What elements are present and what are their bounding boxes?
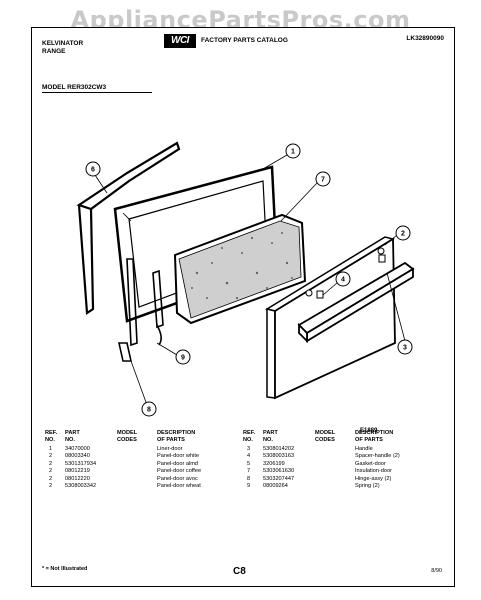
callout-6: 6	[85, 161, 101, 177]
callout-3: 3	[397, 339, 413, 355]
figure-number: E1889	[360, 428, 378, 434]
exploded-door-diagram: 1 2 3 4 7 6 9 8	[76, 141, 415, 417]
svg-text:4: 4	[341, 277, 345, 284]
callout-9: 9	[175, 349, 191, 365]
svg-text:1: 1	[291, 149, 295, 156]
svg-text:2: 2	[401, 231, 405, 238]
page-number: C8	[233, 566, 246, 577]
catalog-title: FACTORY PARTS CATALOG	[201, 37, 288, 44]
callout-1: 1	[285, 143, 301, 159]
callout-2: 2	[395, 225, 411, 241]
svg-text:8: 8	[147, 407, 151, 414]
door-handle-drawing	[297, 261, 415, 344]
svg-text:9: 9	[181, 355, 185, 362]
wci-logo-icon: WCI	[164, 34, 196, 48]
door-insulation-drawing	[173, 213, 307, 325]
parts-catalog-page: KELVINATOR RANGE WCI FACTORY PARTS CATAL…	[31, 27, 455, 587]
callout-7: 7	[315, 171, 331, 187]
brand-block: KELVINATOR RANGE	[42, 40, 83, 56]
document-number: LK32890090	[406, 35, 444, 42]
svg-text:7: 7	[321, 177, 325, 184]
callout-8: 8	[141, 401, 157, 417]
callout-4: 4	[335, 271, 351, 287]
model-label: MODEL RER302CW3	[42, 84, 152, 93]
product-type: RANGE	[42, 48, 66, 55]
svg-text:3: 3	[403, 345, 407, 352]
door-gasket-drawing	[76, 141, 181, 315]
catalog-header: WCI FACTORY PARTS CATALOG	[164, 34, 288, 48]
svg-text:6: 6	[91, 167, 95, 174]
door-hinge-drawing	[118, 258, 164, 362]
brand-name: KELVINATOR	[42, 40, 84, 47]
footnote: * = Not Illustrated	[42, 566, 88, 572]
revision-date: 8/90	[431, 568, 442, 574]
